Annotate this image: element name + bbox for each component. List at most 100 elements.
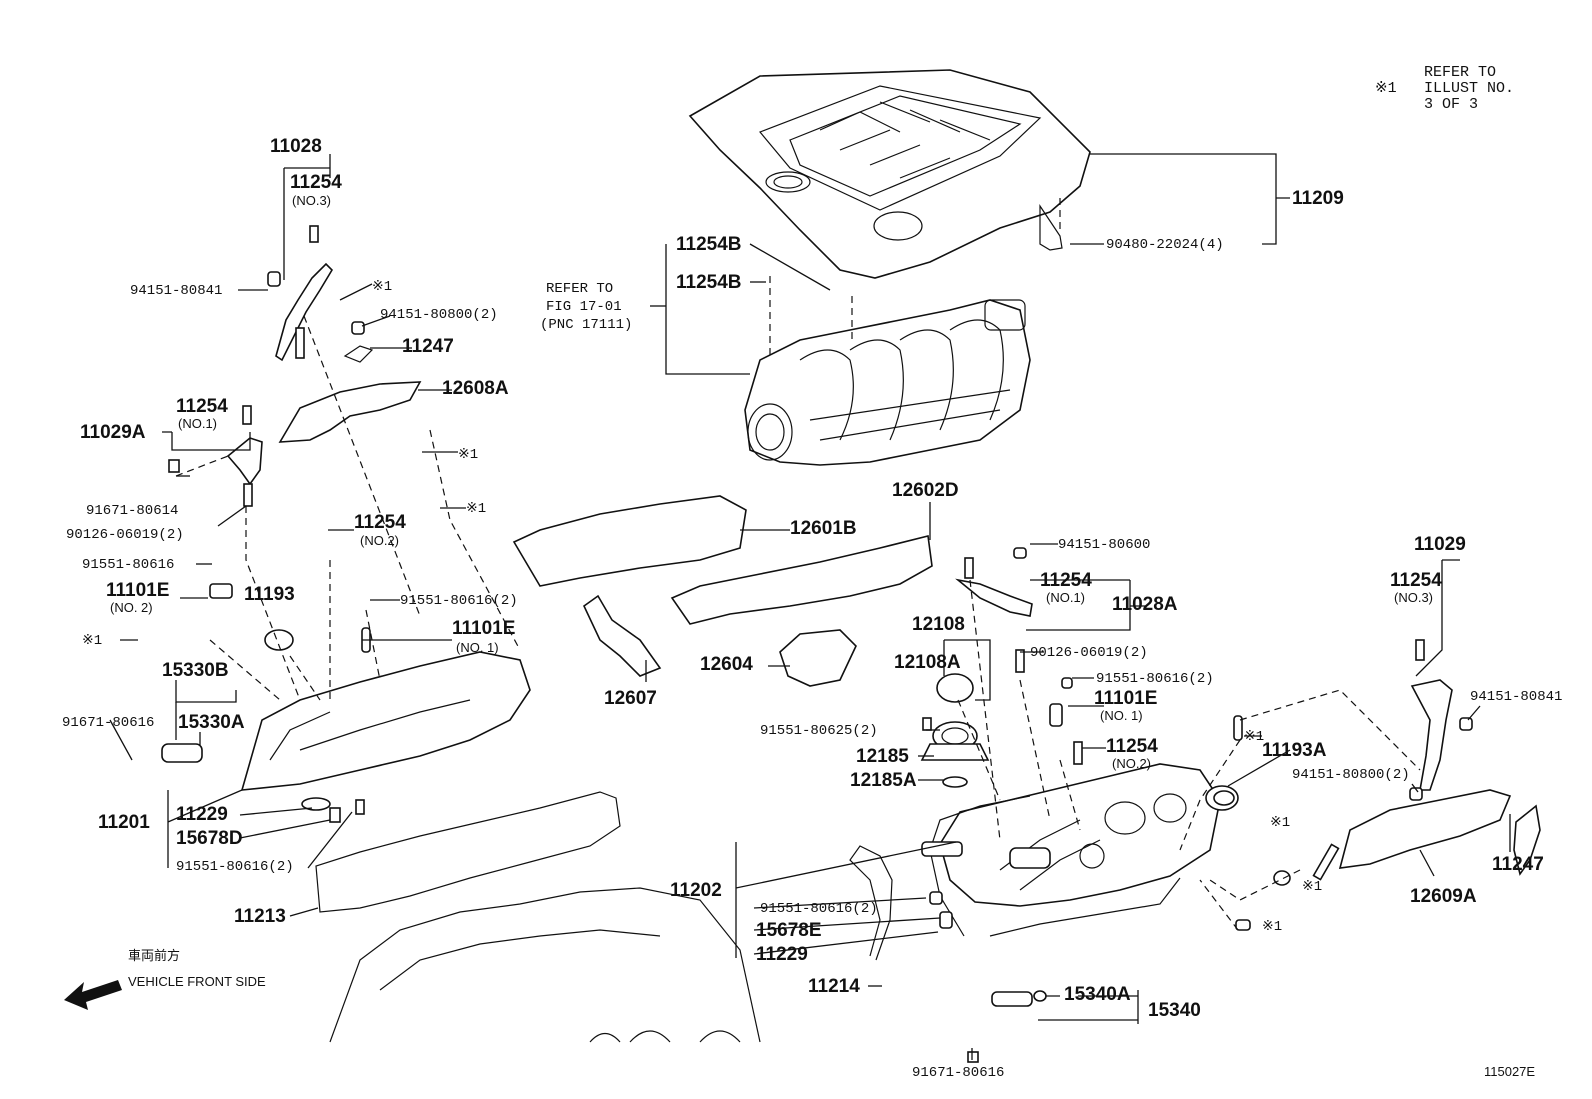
label-94151-80800-right: 94151-80800(2) (1292, 767, 1410, 783)
label-11028: 11028 (270, 136, 322, 157)
label-91551-80616-2-left-b: 91551-80616(2) (176, 859, 294, 875)
right-cam-cover-drawing (939, 763, 1239, 907)
label-11213: 11213 (234, 906, 286, 927)
insulators-drawing (512, 495, 933, 687)
vehicle-front-direction: 車両前方 VEHICLE FRONT SIDE (64, 948, 266, 1010)
label-91551-80616-2-right: 91551-80616(2) (1096, 671, 1214, 687)
dashed-guides (175, 198, 1421, 931)
label-15340: 15340 (1148, 1000, 1201, 1021)
label-91551-80616-left: 91551-80616 (82, 557, 174, 573)
oil-filler-drawing (920, 673, 990, 788)
bracket-11028a-drawing (955, 547, 1033, 673)
label-12604: 12604 (700, 654, 753, 675)
refer-illust-note: ※1 REFER TO ILLUST NO. 3 OF 3 (1375, 64, 1514, 113)
label-11202: 11202 (670, 880, 722, 901)
label-11193: 11193 (244, 584, 295, 605)
label-11254-no1-left: 11254 (176, 396, 228, 417)
label-11229-right: 11229 (756, 944, 808, 965)
part-labels: 11028 11254 (NO.3) 94151-80841 ※1 94151-… (62, 136, 1562, 1081)
direction-en: VEHICLE FRONT SIDE (128, 974, 266, 989)
label-mark1-h: ※1 (1262, 919, 1282, 935)
label-11254-no1-right: 11254 (1040, 570, 1092, 591)
label-mark1-e: ※1 (1244, 729, 1264, 745)
label-12185a: 12185A (850, 770, 917, 791)
right-gasket-11214-drawing (849, 795, 1181, 961)
note-line-3: 3 OF 3 (1424, 96, 1478, 113)
note-mark: ※1 (1375, 80, 1397, 97)
label-11029: 11029 (1414, 534, 1466, 555)
label-no2-left: (NO.2) (360, 533, 399, 548)
label-11247-right: 11247 (1492, 854, 1544, 875)
label-11254-no3-left: 11254 (290, 172, 342, 193)
label-12185: 12185 (856, 746, 909, 767)
label-11101e-no1-left: 11101E (452, 618, 515, 639)
label-94151-80800-left: 94151-80800(2) (380, 307, 498, 323)
label-11254-no2-left: 11254 (354, 512, 406, 533)
label-94151-80841-left: 94151-80841 (130, 283, 222, 299)
label-15678d: 15678D (176, 828, 243, 849)
label-90126-06019-right: 90126-06019(2) (1030, 645, 1148, 661)
label-11209: 11209 (1292, 188, 1344, 209)
label-94151-80841-right: 94151-80841 (1470, 689, 1562, 705)
label-12608a: 12608A (442, 378, 509, 399)
label-no1-sensor-right: (NO. 1) (1100, 708, 1143, 723)
direction-jp: 車両前方 (128, 948, 180, 963)
engine-cover-drawing (688, 69, 1091, 279)
left-cam-cover-drawing (161, 583, 531, 823)
label-11201: 11201 (98, 812, 150, 833)
label-11028a: 11028A (1112, 594, 1178, 615)
label-11247-left: 11247 (402, 336, 454, 357)
label-15678e: 15678E (756, 920, 822, 941)
label-11193a: 11193A (1262, 740, 1327, 761)
label-15340a: 15340A (1064, 984, 1131, 1005)
label-12108a: 12108A (894, 652, 961, 673)
label-no3-left: (NO.3) (292, 193, 331, 208)
label-mark1-g: ※1 (1302, 879, 1322, 895)
label-no3-right: (NO.3) (1394, 590, 1433, 605)
label-11254b-lower: 11254B (676, 272, 742, 293)
label-12108: 12108 (912, 614, 965, 635)
front-arrow-icon (64, 980, 122, 1010)
label-mark1-b: ※1 (458, 447, 478, 463)
label-mark1-f: ※1 (1270, 815, 1290, 831)
gasket-12608a-drawing (278, 321, 422, 443)
label-94151-80600: 94151-80600 (1058, 537, 1150, 553)
bracket-11029-drawing (1409, 639, 1473, 801)
label-no2-right: (NO.2) (1112, 756, 1151, 771)
label-mark1-d: ※1 (82, 633, 102, 649)
label-refer-line-2: FIG 17-01 (546, 299, 622, 315)
note-line-1: REFER TO (1424, 64, 1496, 81)
label-11254b-upper: 11254B (676, 234, 742, 255)
label-91551-80625: 91551-80625(2) (760, 723, 878, 739)
label-refer-line-1: REFER TO (546, 281, 613, 297)
label-11254-no3-right: 11254 (1390, 570, 1442, 591)
label-11101e-no2: 11101E (106, 580, 169, 601)
label-91671-80616-right: 91671-80616 (912, 1065, 1004, 1081)
label-11214: 11214 (808, 976, 860, 997)
oil-control-valve-right-drawing (929, 891, 1047, 1063)
label-90480-22024: 90480-22024(4) (1106, 237, 1224, 253)
label-no2-sensor: (NO. 2) (110, 600, 153, 615)
sensor-right-drawing (1049, 677, 1083, 765)
label-12602d: 12602D (892, 480, 959, 501)
label-no1-sensor-left: (NO. 1) (456, 640, 499, 655)
note-line-2: ILLUST NO. (1424, 80, 1514, 97)
label-no1-right: (NO.1) (1046, 590, 1085, 605)
label-mark1-a: ※1 (372, 279, 392, 295)
label-15330b: 15330B (162, 660, 229, 681)
label-12601b: 12601B (790, 518, 857, 539)
label-91551-80616-2-left: 91551-80616(2) (400, 593, 518, 609)
label-91671-80616-left: 91671-80616 (62, 715, 154, 731)
label-15330a: 15330A (178, 712, 245, 733)
label-12609a: 12609A (1410, 886, 1477, 907)
label-90126-06019-left: 90126-06019(2) (66, 527, 184, 543)
label-refer-line-3: (PNC 17111) (540, 317, 632, 333)
label-11029a: 11029A (80, 422, 146, 443)
label-12607: 12607 (604, 688, 657, 709)
bracket-11028-drawing (267, 225, 334, 362)
label-mark1-c: ※1 (466, 501, 486, 517)
label-11254-no2-right: 11254 (1106, 736, 1158, 757)
label-11229-left: 11229 (176, 804, 228, 825)
left-gasket-11213-drawing (315, 791, 621, 913)
